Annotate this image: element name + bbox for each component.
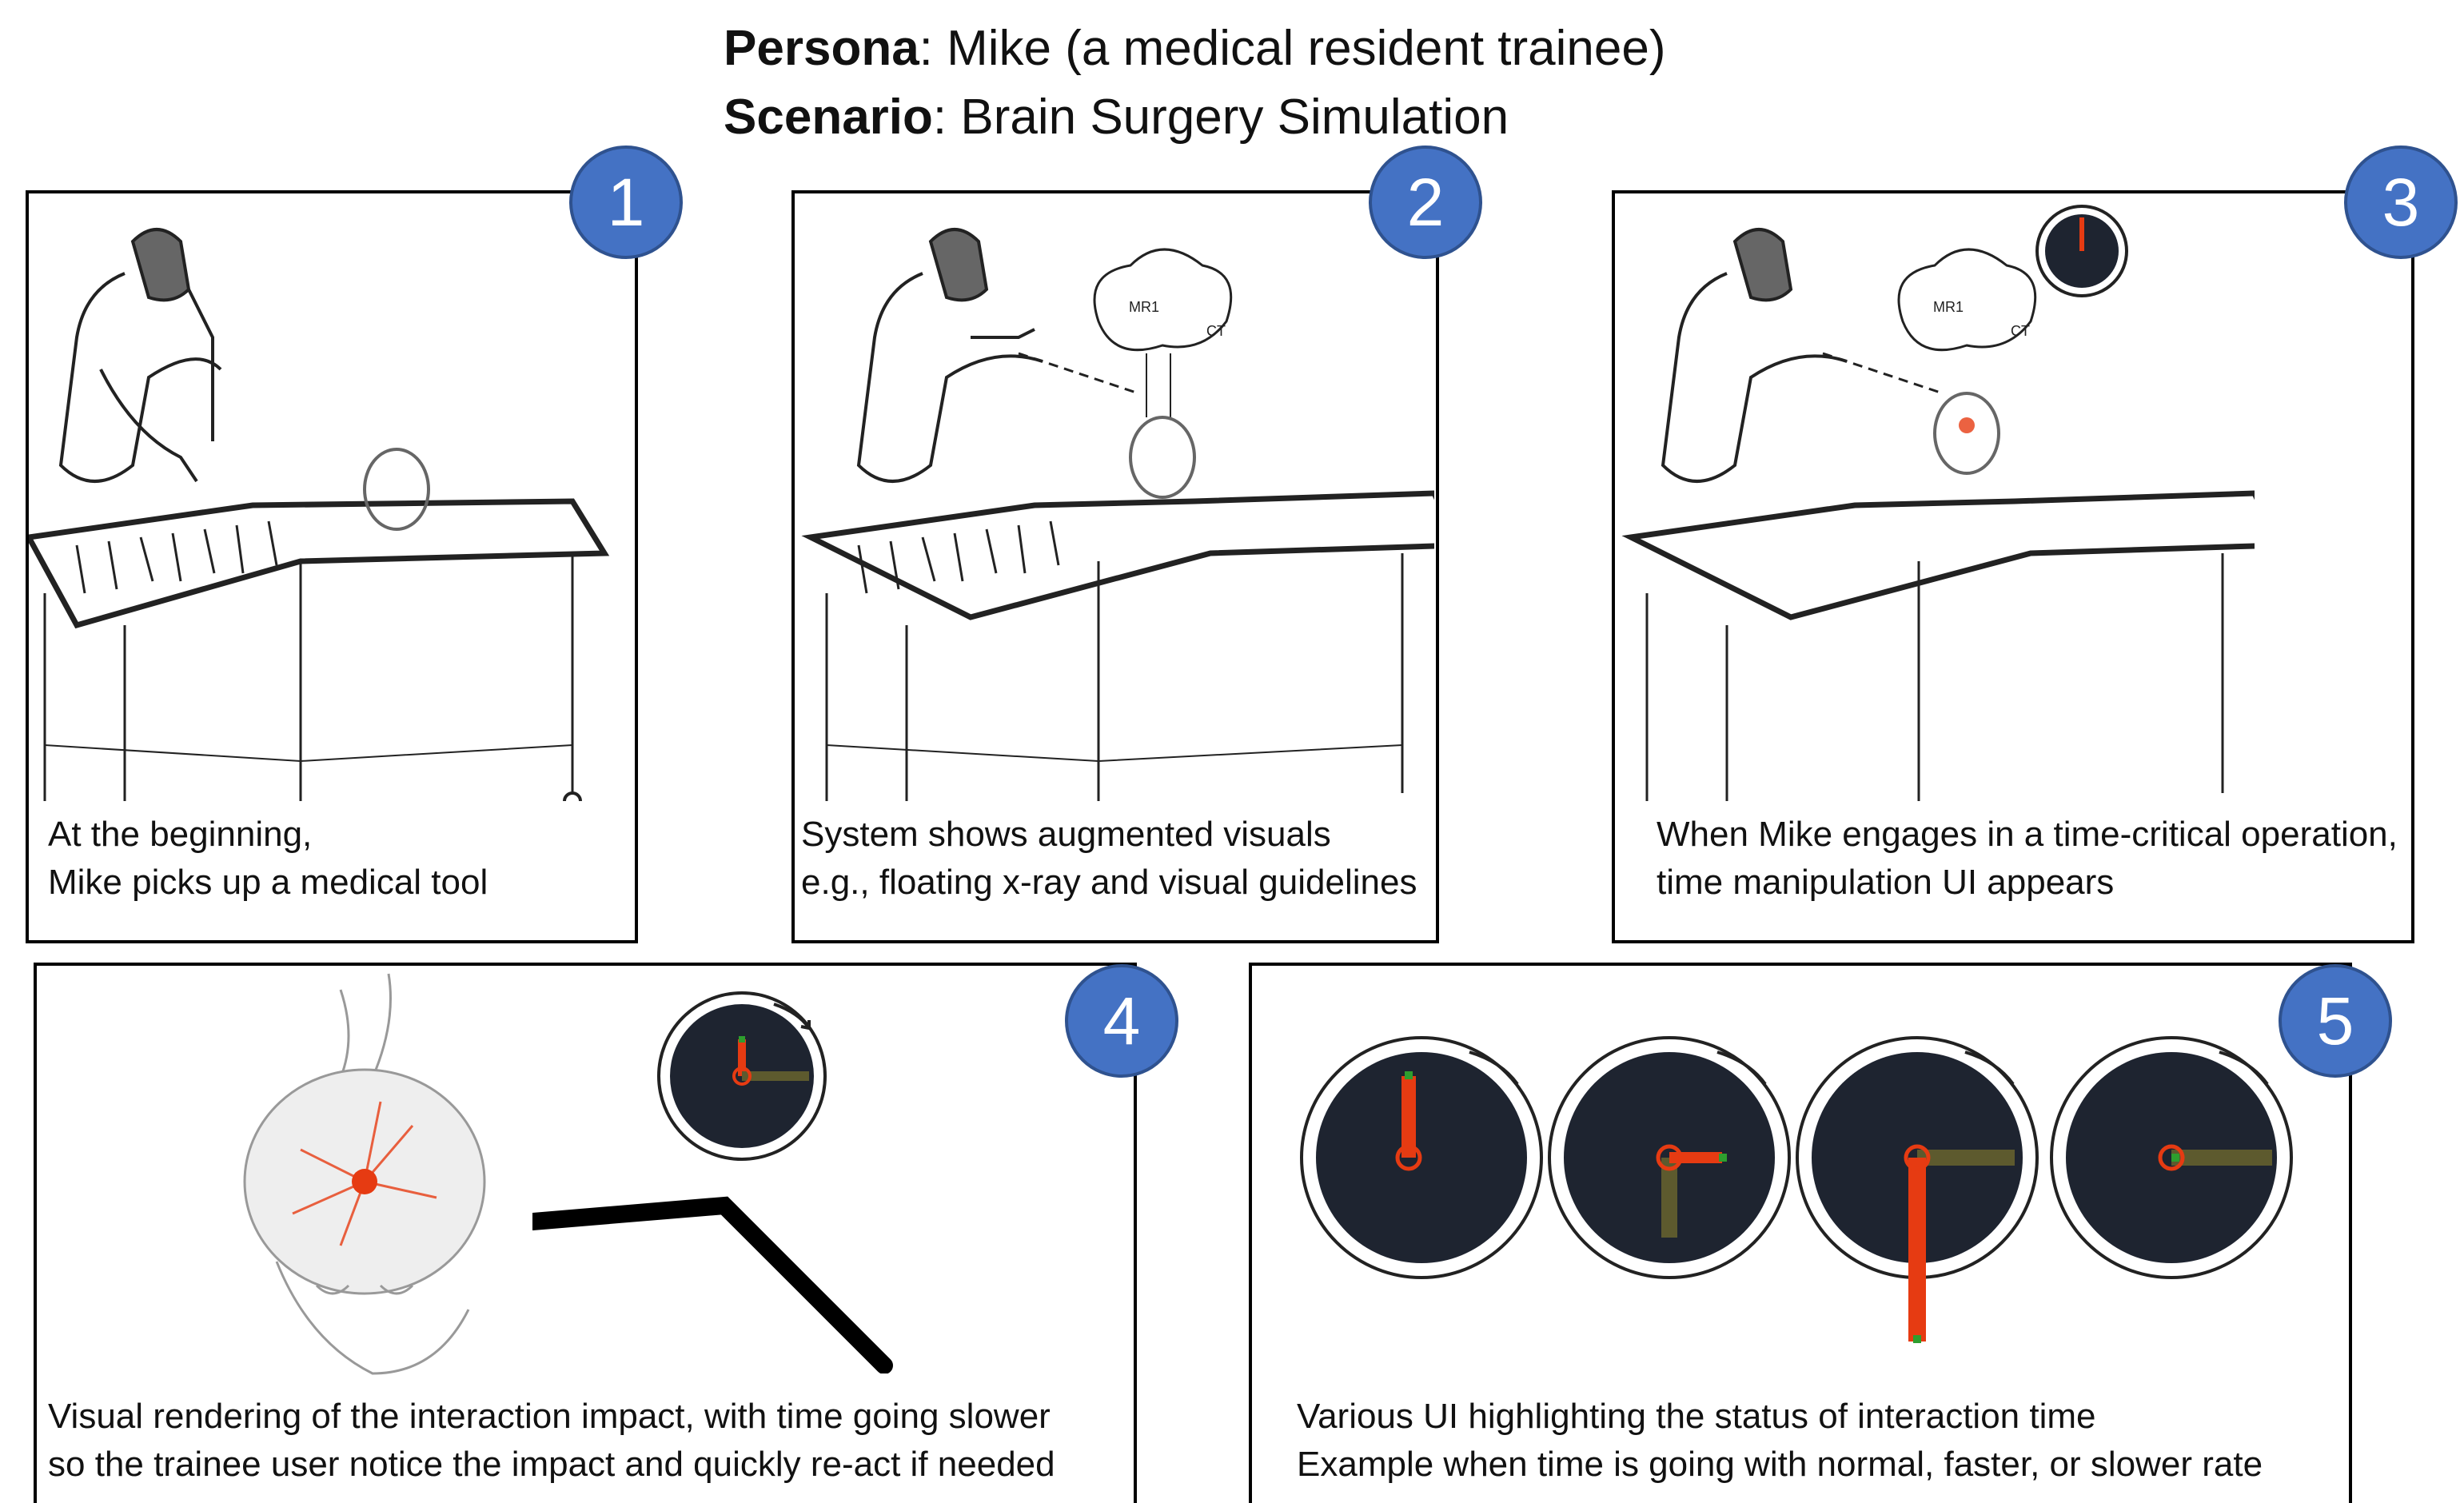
persona-label: Persona <box>724 21 919 76</box>
panel-number-badge: 4 <box>1065 964 1178 1078</box>
surgeon-time-ui-sketch: MR1 CT <box>1621 228 2255 801</box>
panel-caption: Various UI highlighting the status of in… <box>1297 1393 2263 1489</box>
caption-line-1: Visual rendering of the interaction impa… <box>48 1397 1051 1436</box>
caption-line-2: Mike picks up a medical tool <box>48 863 488 902</box>
caption-line-2: e.g., floating x-ray and visual guidelin… <box>801 863 1417 902</box>
panel-caption: Visual rendering of the interaction impa… <box>48 1393 1055 1489</box>
clock-normal-rate-icon <box>1300 1036 1543 1279</box>
header: Persona: Mike (a medical resident traine… <box>724 14 1666 152</box>
panel-number-badge: 3 <box>2344 146 2458 259</box>
panel-number-badge: 1 <box>569 146 683 259</box>
surgeon-augmented-sketch: MR1 CT <box>801 228 1434 801</box>
panel-3: MR1 CT 3 When Mike engages in a time-cri… <box>1612 146 2458 943</box>
mri-label: MR1 <box>1129 299 1159 315</box>
mini-clock-icon <box>2035 205 2128 297</box>
panel-5: 5 Various UI highlighting the status of … <box>1249 963 2392 1503</box>
caption-line-1: Various UI highlighting the status of in… <box>1297 1397 2096 1436</box>
panel-number-badge: 2 <box>1369 146 1482 259</box>
caption-line-2: Example when time is going with normal, … <box>1297 1445 2263 1484</box>
persona-text: : Mike (a medical resident trainee) <box>919 21 1666 76</box>
scenario-label: Scenario <box>724 90 933 145</box>
brain-impact-mark <box>1959 417 1975 433</box>
clock-stopped-rate-icon <box>2050 1036 2293 1279</box>
clock-faster-rate-icon <box>1796 1036 2039 1343</box>
impact-point <box>352 1169 377 1194</box>
caption-line-1: At the beginning, <box>48 815 313 854</box>
clock-slower-rate-icon <box>1548 1036 1791 1279</box>
brain-impact-render <box>243 973 486 1375</box>
mri-label: MR1 <box>1933 299 1964 315</box>
panel-1: 1 At the beginning, Mike picks up a medi… <box>26 146 683 943</box>
guideline-stroke <box>532 1196 893 1373</box>
panel-caption: System shows augmented visuals e.g., flo… <box>801 811 1417 907</box>
panel-number-badge: 5 <box>2279 964 2392 1078</box>
ct-label: CT <box>2011 323 2030 339</box>
surgeon-table-sketch <box>29 228 610 801</box>
ct-label: CT <box>1206 323 1226 339</box>
caption-line-2: time manipulation UI appears <box>1657 863 2115 902</box>
caption-line-1: When Mike engages in a time-critical ope… <box>1657 815 2398 854</box>
scenario-line: Scenario: Brain Surgery Simulation <box>724 83 1666 152</box>
persona-line: Persona: Mike (a medical resident traine… <box>724 14 1666 83</box>
slow-time-clock-icon <box>657 991 827 1161</box>
caption-line-2: so the trainee user notice the impact an… <box>48 1445 1055 1484</box>
scenario-text: : Brain Surgery Simulation <box>932 90 1509 145</box>
panel-caption: When Mike engages in a time-critical ope… <box>1657 811 2398 907</box>
caption-line-1: System shows augmented visuals <box>801 815 1331 854</box>
panel-caption: At the beginning, Mike picks up a medica… <box>48 811 488 907</box>
panel-2: MR1 CT 2 System shows augmented visuals … <box>791 146 1482 943</box>
panel-4: 4 Visual rendering of the interaction im… <box>34 963 1178 1503</box>
